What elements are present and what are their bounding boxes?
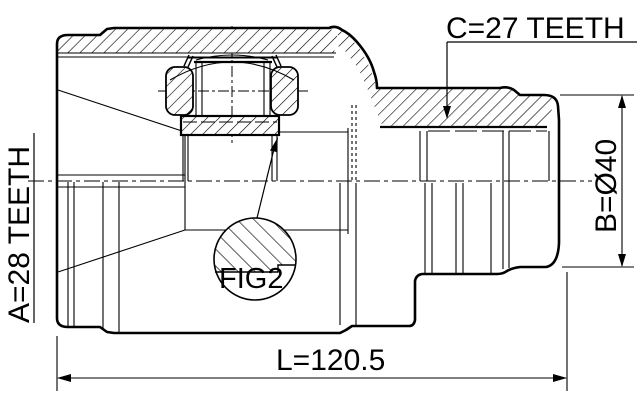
outer-profile (55, 25, 561, 335)
dim-b-label: B=Ø40 (590, 139, 623, 233)
right-wall-hatch (338, 30, 554, 127)
dim-l-arrow-left (57, 374, 71, 382)
tripod-bearing (165, 54, 299, 117)
dim-c-arrowhead (443, 106, 451, 119)
dimension-l: L=120.5 (56, 272, 568, 391)
fig2-groove-profile (215, 264, 296, 273)
dimension-b: B=Ø40 (560, 94, 634, 268)
stub-bore-lines (419, 131, 550, 269)
fig2-leader (256, 148, 275, 219)
dim-l-label: L=120.5 (276, 344, 385, 377)
dim-a-label: A=28 TEETH (3, 146, 36, 323)
housing-wall-hatch (58, 29, 338, 53)
fig2-circle (213, 217, 297, 301)
fig2-callout: FIG2 (213, 137, 297, 301)
dim-c-label: C=27 TEETH (446, 12, 625, 45)
dim-b-arrow-down (618, 254, 626, 267)
fig2-hatch-region (214, 218, 296, 272)
dimension-a: A=28 TEETH (3, 133, 36, 323)
retaining-clip-ticks (183, 54, 282, 68)
section-hatching (58, 29, 554, 127)
right-roller (270, 66, 299, 116)
left-roller (165, 66, 194, 116)
external-view-lines (67, 182, 492, 332)
spline-hub (179, 114, 281, 181)
funnel-lower-cone (57, 229, 186, 273)
dim-b-arrow-up (618, 95, 626, 108)
dim-l-arrow-right (553, 374, 567, 382)
trunnion-walls (195, 62, 271, 117)
funnel-upper-cone (57, 89, 186, 133)
fig2-label: FIG2 (219, 263, 283, 295)
hub-section-bar (179, 114, 281, 137)
dimension-c: C=27 TEETH (443, 12, 637, 119)
spline-stub (380, 125, 550, 269)
outer-housing (55, 25, 561, 335)
fig2-arrowhead (270, 137, 278, 152)
